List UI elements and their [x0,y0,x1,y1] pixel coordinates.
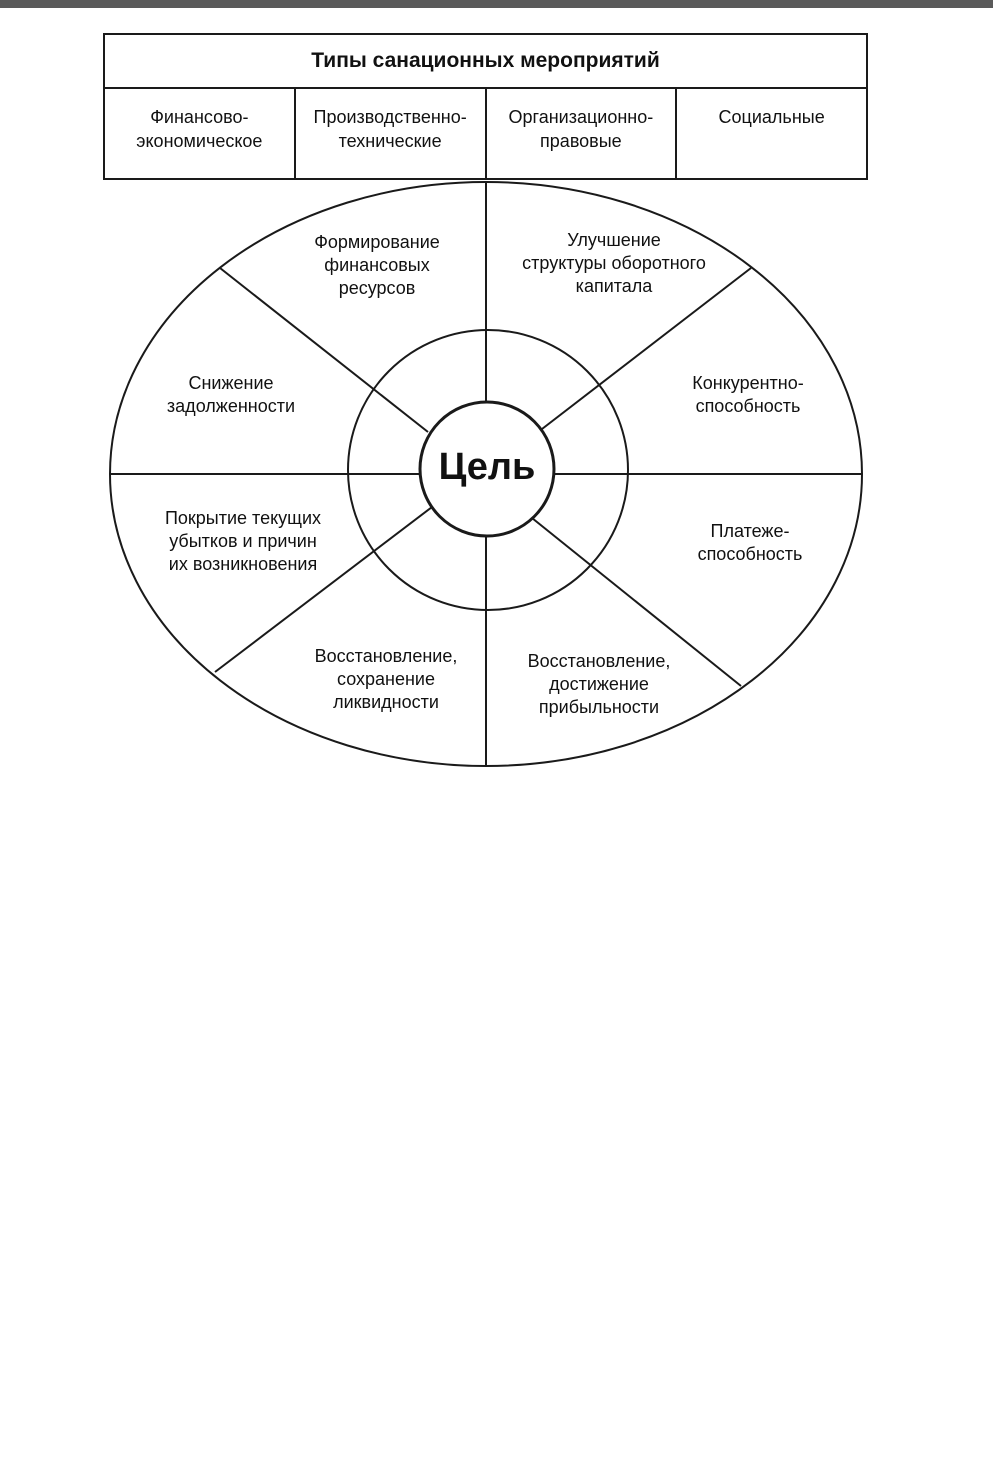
type-production-technical: Производственно- технические [296,89,487,178]
top-rule [0,0,993,8]
sector-liquidity-line: ликвидности [333,692,439,712]
sector-loss-coverage-line: их возникновения [169,554,317,574]
sector-loss-coverage-line: Покрытие текущих [165,508,321,528]
type-social: Социальные [718,107,825,127]
sector-competitiveness-line: Конкурентно- [692,373,803,393]
sector-loss-coverage-line: убытков и причин [169,531,317,551]
sector-profitability-line: Восстановление, [528,651,671,671]
sector-working-capital-line: капитала [576,276,654,296]
sector-debt-reduction: Снижение задолженности [167,373,295,416]
divider-upper-left [219,267,429,433]
sector-competitiveness-line: способность [696,396,801,416]
divider-upper-right [541,267,752,430]
sector-loss-coverage: Покрытие текущих убытков и причин их возни… [165,508,321,574]
divider-lower-right [531,517,742,687]
types-row: Финансово- экономическое Производственно… [105,89,866,178]
sector-debt-reduction-line: Снижение [188,373,273,393]
sector-liquidity-line: Восстановление, [315,646,458,666]
sanation-types-table: Типы санационных мероприятий Финансово- … [103,33,868,180]
type-financial-economic: Финансово- экономическое [105,89,296,178]
sector-profitability: Восстановление, достижение прибыльности [528,651,671,717]
sector-working-capital-line: Улучшение [567,230,661,250]
divider-lower-left [214,506,433,673]
sector-working-capital: Улучшение структуры оборотного капитала [522,230,706,296]
sector-financial-resources-line: Формирование [314,232,440,252]
sector-competitiveness: Конкурентно-способность [692,373,803,416]
sector-financial-resources-line: финансовых [324,255,429,275]
sector-labels: Формирование финансовых ресурсов Улучшение с… [165,230,804,717]
sector-profitability-line: прибыльности [539,697,659,717]
goal-diagram: Цель Формирование финансовых ресурсов Улучш… [109,181,863,767]
center-label: Цель [439,446,536,488]
sector-profitability-line: достижение [549,674,649,694]
sector-solvency-line: Платеже- [711,521,790,541]
middle-ring [347,329,629,611]
sector-financial-resources-line: ресурсов [339,278,416,298]
center-circle [418,400,556,538]
sector-solvency-line: способность [698,544,803,564]
type-organizational-legal: Организационно- правовые [487,89,678,178]
sector-liquidity-line: сохранение [337,669,435,689]
sector-working-capital-line: структуры оборотного [522,253,706,273]
table-title: Типы санационных мероприятий [105,35,866,89]
sector-solvency: Платеже-способность [698,521,803,564]
sector-liquidity: Восстановление, сохранение ликвидности [315,646,458,712]
sector-financial-resources: Формирование финансовых ресурсов [314,232,440,298]
sector-debt-reduction-line: задолженности [167,396,295,416]
